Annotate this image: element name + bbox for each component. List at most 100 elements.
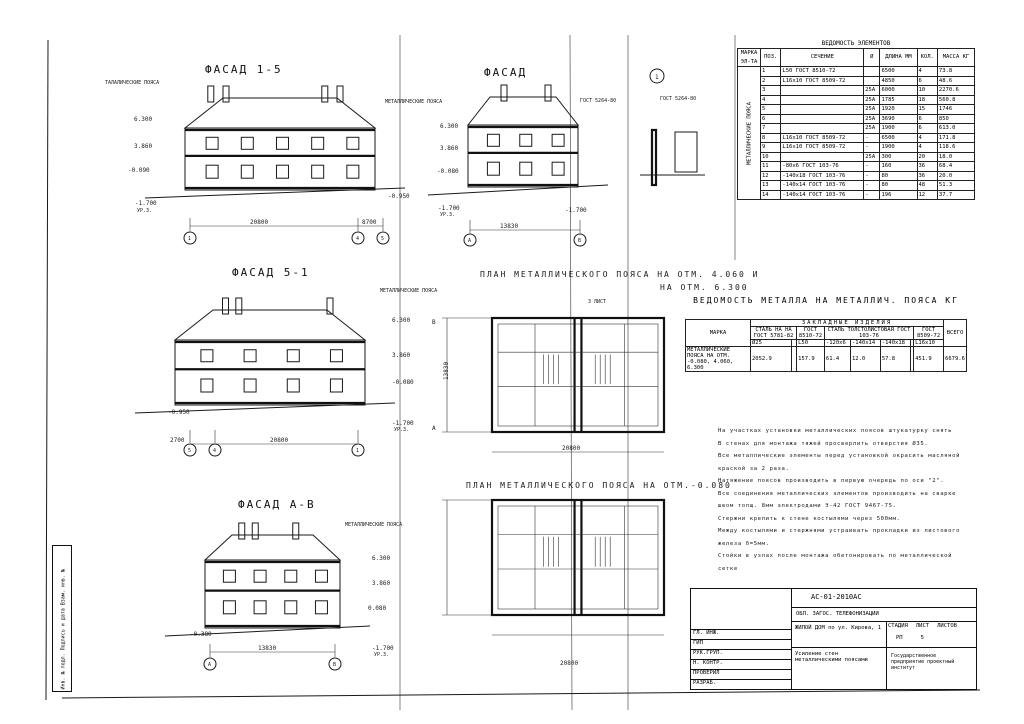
axis-marker: [208, 443, 222, 457]
ground-line: [144, 187, 406, 199]
svg-text:-0.080: -0.080: [437, 168, 459, 175]
role-row: ГИП: [691, 639, 791, 649]
window: [519, 133, 533, 147]
chimney: [544, 84, 552, 102]
window: [486, 133, 500, 147]
window: [551, 133, 565, 147]
axis-marker-label: 1: [356, 448, 359, 454]
window: [551, 161, 565, 176]
svg-text:УР.З.: УР.З.: [374, 652, 389, 658]
plan-2-title: ПЛАН МЕТАЛЛИЧЕСКОГО ПОЯСА НА ОТМ.-0.080: [466, 481, 732, 490]
svg-text:8700: 8700: [362, 219, 377, 226]
general-notes: На участках установки металлических пояс…: [718, 425, 968, 575]
chimney: [235, 297, 243, 315]
window: [205, 136, 219, 150]
chimney: [222, 85, 230, 103]
plan-1-title-2: НА ОТМ. 6.300: [660, 283, 749, 292]
axis-marker-label: В: [333, 662, 336, 668]
window: [314, 600, 328, 615]
spec-table-title: ВЕДОМОСТЬ ЭЛЕМЕНТОВ: [821, 40, 891, 47]
plan-axis-b: В: [432, 319, 436, 326]
stage-values: РП 5: [896, 635, 924, 641]
facade-end-annotations: ГОСТ 5264-80 6.300 3.860 -0.080 -1.700 У…: [437, 98, 616, 230]
svg-text:6.300: 6.300: [372, 555, 390, 562]
window: [519, 161, 533, 176]
axis-marker-label: 5: [188, 448, 191, 454]
note-item: Стержни крепить к стене костылями через …: [718, 515, 901, 522]
facade-1-5-house: [144, 85, 406, 199]
note-item: Все металлические элементы перед установ…: [718, 453, 961, 472]
window: [275, 136, 289, 150]
window: [311, 164, 325, 179]
svg-text:-0.950: -0.950: [168, 409, 190, 416]
window: [243, 349, 257, 363]
window: [286, 349, 300, 363]
roof: [466, 96, 580, 126]
wall: [204, 559, 341, 629]
inner-wall: [497, 505, 659, 610]
metal-row: МЕТАЛЛИЧЕСКИЕ ПОЯСА НА ОТМ. -0.080, 4.06…: [685, 346, 967, 372]
note-item: Между костылями и стержнями устраивать п…: [718, 528, 961, 547]
window: [240, 136, 254, 150]
svg-text:ГОСТ 5264-80: ГОСТ 5264-80: [580, 98, 616, 104]
window: [200, 378, 214, 393]
window: [311, 136, 325, 150]
svg-text:1: 1: [655, 74, 659, 81]
svg-text:УР.З.: УР.З.: [440, 212, 455, 218]
axis-marker: [463, 233, 477, 247]
chimney: [222, 297, 229, 315]
svg-text:-1.700: -1.700: [438, 205, 460, 212]
window: [314, 569, 328, 583]
svg-text:ГОСТ 5264-80: ГОСТ 5264-80: [660, 96, 696, 102]
role-row: РАЗРАБ.: [691, 679, 791, 689]
outer-wall: [490, 498, 666, 617]
svg-text:МЕТАЛЛИЧЕСКИЕ ПОЯСА: МЕТАЛЛИЧЕСКИЕ ПОЯСА: [380, 288, 437, 294]
svg-text:0.080: 0.080: [368, 605, 386, 612]
svg-text:-1.700: -1.700: [135, 200, 157, 207]
wall: [467, 124, 579, 188]
role-row: РУК.ГРУП.: [691, 649, 791, 659]
ground-line: [427, 184, 609, 196]
chimney: [238, 522, 246, 540]
role-row: ПРОВЕРИЛ: [691, 669, 791, 679]
organization: ОБЛ. ЗАГОС. ТЕЛЕФОНИЗАЦИИ: [796, 611, 879, 617]
axis-marker: [351, 231, 365, 245]
svg-text:УР.З.: УР.З.: [137, 208, 152, 214]
note-item: Натяжение поясов производить в первую оч…: [718, 478, 945, 484]
window: [240, 164, 254, 179]
window: [222, 600, 236, 615]
node-detail: 1 ГОСТ 5264-80: [640, 68, 705, 187]
object-name: ЖИЛОЙ ДОМ по ул. Кирова, 1: [795, 625, 882, 631]
svg-text:13830: 13830: [500, 223, 518, 230]
svg-text:УР.З.: УР.З.: [394, 427, 409, 433]
svg-text:-1.700: -1.700: [372, 645, 394, 652]
doc-code: АС-01-2010АС: [811, 593, 862, 601]
window: [253, 569, 267, 583]
window: [286, 378, 300, 393]
window: [346, 136, 360, 150]
role-row: ГЛ. ИНЖ.: [691, 629, 791, 639]
svg-text:3.860: 3.860: [372, 580, 390, 587]
axis-marker: [183, 231, 197, 245]
svg-text:2700: 2700: [170, 437, 185, 444]
axis-marker: [351, 443, 365, 457]
chimney: [336, 85, 344, 103]
sheet-title: Усиление стен металлическими поясами: [795, 651, 868, 663]
axis-marker: [573, 233, 587, 247]
svg-text:20800: 20800: [270, 437, 288, 444]
svg-text:6.300: 6.300: [392, 317, 410, 324]
facade-1-5-annotations: ТАЛАЛИЧЕСКИЕ ПОЯСА МЕТАЛЛИЧЕСКИЕ ПОЯСА 6…: [105, 80, 442, 226]
facade-end-title: ФАСАД: [484, 66, 527, 79]
axis-marker: [328, 657, 342, 671]
facade-5-1-title: ФАСАД 5-1: [232, 266, 310, 279]
window: [346, 164, 360, 179]
plan-2-bottom-dim: 20800: [560, 660, 578, 667]
axis-marker-label: 4: [213, 448, 216, 454]
